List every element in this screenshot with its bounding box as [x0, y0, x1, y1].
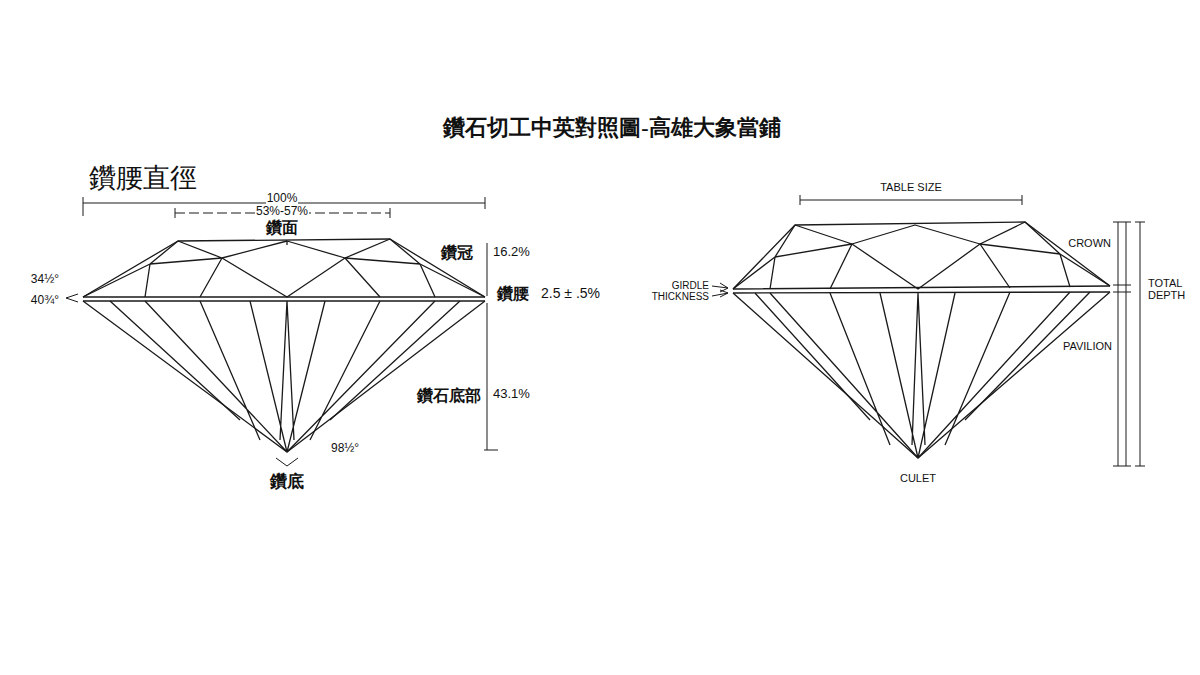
left-diamond [83, 239, 485, 452]
angle-label: 34½° [30, 273, 60, 286]
part-label: TABLE SIZE [879, 181, 943, 193]
dimension-label: 鑽腰直徑 [88, 164, 198, 194]
part-label: PAVILION [1062, 340, 1113, 352]
part-label: CROWN [1067, 237, 1112, 249]
part-label: 鑽腰 [496, 285, 530, 303]
dimension-value: 100% [266, 192, 299, 205]
dimension-value: 16.2% [492, 245, 531, 259]
dimension-value: 2.5 ± .5% [540, 286, 601, 301]
part-label: GIRDLE THICKNESS [646, 280, 710, 302]
dimension-value: 43.1% [492, 387, 531, 401]
dimension-value: 53%-57% [255, 205, 309, 218]
right-dimensions [712, 195, 1145, 466]
part-label: 鑽底 [269, 473, 305, 492]
diagram-title: 鑽石切工中英對照圖-高雄大象當鋪 [442, 116, 781, 140]
part-label: TOTAL DEPTH [1147, 277, 1195, 301]
part-label: CULET [899, 472, 937, 484]
right-diamond [733, 222, 1110, 458]
part-label: 鑽面 [265, 219, 299, 237]
angle-label: 40¾° [30, 294, 60, 307]
angle-label: 98½° [330, 442, 360, 455]
part-label: 鑽石底部 [416, 387, 482, 405]
part-label: 鑽冠 [440, 244, 474, 262]
left-dimensions [66, 197, 498, 466]
